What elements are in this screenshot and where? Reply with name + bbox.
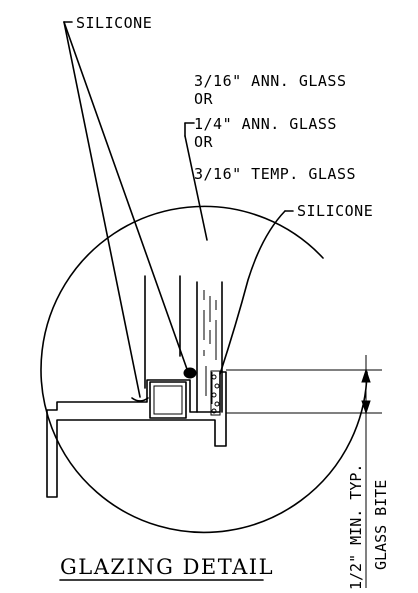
sill-extrusion (46, 371, 227, 498)
label-glass-3: 3/16" TEMP. GLASS (194, 165, 356, 183)
setting-block (149, 381, 187, 419)
label-glass-1: 3/16" ANN. GLASS (194, 72, 347, 90)
glass-pane (196, 281, 223, 413)
label-or-2: OR (194, 133, 214, 151)
dimension-glass-bite (226, 355, 382, 588)
label-glass-2: 1/4" ANN. GLASS (194, 115, 337, 133)
label-or-1: OR (194, 90, 214, 108)
setting-block-inner (153, 385, 183, 415)
detail-circle (40, 205, 368, 534)
silicone-bead-left (183, 367, 197, 379)
silicone-bead-base (131, 397, 149, 402)
leader-silicone-right (219, 210, 294, 375)
leader-silicone-top (63, 21, 189, 398)
label-silicone-right: SILICONE (297, 202, 373, 220)
leader-glass (184, 122, 208, 241)
dimension-value: 1/2" MIN. TYP. (347, 464, 365, 590)
dimension-label: GLASS BITE (372, 480, 390, 570)
label-silicone-top: SILICONE (76, 14, 152, 32)
drawing-title: GLAZING DETAIL (60, 555, 274, 579)
